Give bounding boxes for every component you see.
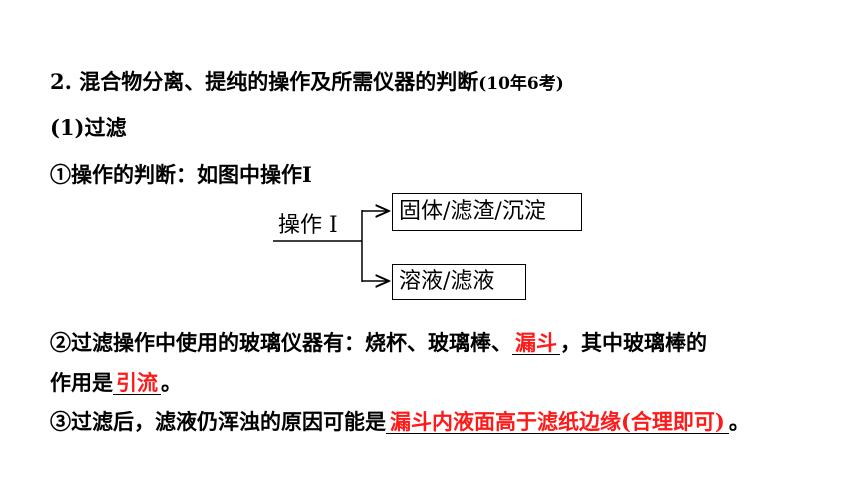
item-1-text: ①操作的判断：如图中操作I <box>50 162 312 187</box>
item-2-continued: 作用是引流。 <box>50 367 182 397</box>
item-3-text: ③过滤后，滤液仍浑浊的原因可能是漏斗内液面高于滤纸边缘(合理即可)。 <box>50 406 750 436</box>
exam-frequency-note: (10年6考) <box>478 74 564 94</box>
item-3-prefix: ③过滤后，滤液仍浑浊的原因可能是 <box>50 409 386 434</box>
result-box-solid: 固体/滤渣/沉淀 <box>392 193 582 231</box>
operation-label: 操作 I <box>278 213 338 238</box>
result-box-liquid-label: 溶液/滤液 <box>399 269 495 294</box>
result-box-liquid: 溶液/滤液 <box>392 264 526 300</box>
section-title: 2. 混合物分离、提纯的操作及所需仪器的判断 <box>50 69 479 94</box>
section-heading: 2. 混合物分离、提纯的操作及所需仪器的判断(10年6考) <box>50 66 564 96</box>
item-2-suffix: ，其中玻璃棒的 <box>560 330 707 355</box>
item-3-suffix: 。 <box>728 409 750 434</box>
item-2-prefix: ②过滤操作中使用的玻璃仪器有：烧杯、玻璃棒、 <box>50 330 512 355</box>
subsection-title: (1)过滤 <box>50 115 127 140</box>
item-2-text: ②过滤操作中使用的玻璃仪器有：烧杯、玻璃棒、漏斗，其中玻璃棒的 <box>50 327 707 357</box>
answer-funnel: 漏斗 <box>512 331 560 356</box>
item-2b-prefix: 作用是 <box>50 370 113 395</box>
answer-turbid-reason: 漏斗内液面高于滤纸边缘(合理即可) <box>386 410 729 435</box>
result-box-solid-label: 固体/滤渣/沉淀 <box>399 199 546 224</box>
answer-drainage: 引流 <box>113 371 161 396</box>
item-2b-suffix: 。 <box>161 370 182 395</box>
